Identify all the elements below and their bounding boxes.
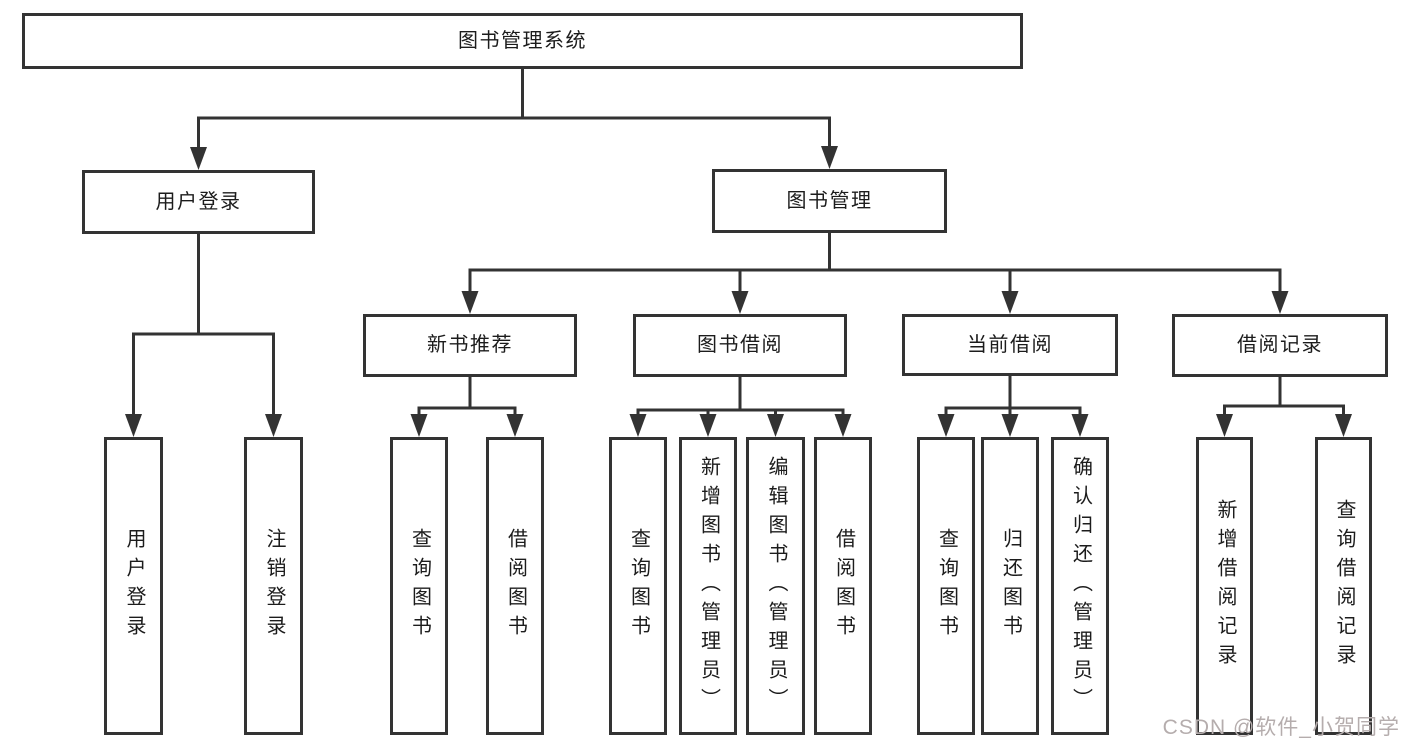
node-current-borrowing: 当前借阅 xyxy=(902,314,1118,376)
node-leaf-borrow-query-books: 查询图书 xyxy=(609,437,667,735)
node-book-borrowing: 图书借阅 xyxy=(633,314,847,377)
node-leaf-borrow-books: 借阅图书 xyxy=(814,437,872,735)
node-book-management-branch: 图书管理 xyxy=(712,169,947,233)
node-new-book-recommendation: 新书推荐 xyxy=(363,314,577,377)
node-leaf-user-login: 用户登录 xyxy=(104,437,163,735)
watermark-text: CSDN @软件_小贺同学 xyxy=(1162,716,1400,739)
node-leaf-logout: 注销登录 xyxy=(244,437,303,735)
node-library-system: 图书管理系统 xyxy=(22,13,1023,69)
node-leaf-edit-books-admin: 编辑图书（管理员） xyxy=(746,437,805,735)
node-leaf-current-query-books: 查询图书 xyxy=(917,437,975,735)
node-borrowing-records: 借阅记录 xyxy=(1172,314,1388,377)
node-leaf-return-books: 归还图书 xyxy=(981,437,1039,735)
node-leaf-add-books-admin: 新增图书（管理员） xyxy=(679,437,737,735)
node-leaf-query-borrow-record: 查询借阅记录 xyxy=(1315,437,1372,735)
node-leaf-recommend-borrow-books: 借阅图书 xyxy=(486,437,544,735)
node-leaf-add-borrow-record: 新增借阅记录 xyxy=(1196,437,1253,735)
node-leaf-confirm-return-admin: 确认归还（管理员） xyxy=(1051,437,1109,735)
node-leaf-recommend-query-books: 查询图书 xyxy=(390,437,448,735)
node-user-login-branch: 用户登录 xyxy=(82,170,315,234)
